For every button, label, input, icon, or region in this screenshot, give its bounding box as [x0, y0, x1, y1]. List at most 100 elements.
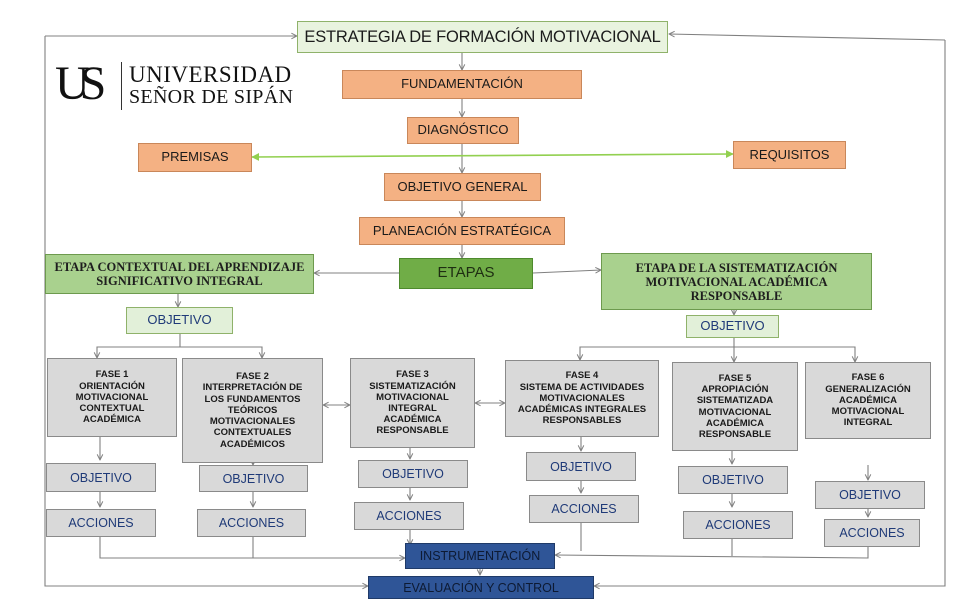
logo-monogram: US — [55, 57, 106, 110]
phase-line: RESPONSABLE — [698, 428, 772, 440]
phase-line: SISTEMATIZADA — [696, 395, 774, 407]
objective-label: OBJETIVO — [550, 459, 612, 474]
stage-contextual-line: ETAPA CONTEXTUAL DEL APRENDIZAJE — [54, 260, 305, 274]
university-logo: US UNIVERSIDAD SEÑOR DE SIPÁN — [55, 57, 293, 114]
phase-4-actions-box: ACCIONES — [529, 495, 639, 523]
objective-label: OBJETIVO — [70, 470, 132, 485]
actions-label: ACCIONES — [705, 518, 771, 532]
objective-label: OBJETIVO — [839, 488, 901, 502]
stage-objective-label: OBJETIVO — [147, 312, 212, 328]
instrumentacion-label: INSTRUMENTACIÓN — [419, 549, 541, 563]
actions-label: ACCIONES — [68, 516, 134, 530]
stage-contextual-objective-box: OBJETIVO — [126, 307, 233, 334]
logo-name-line-1: UNIVERSIDAD — [129, 62, 292, 87]
phase-line: FASE 5 — [718, 372, 752, 384]
phase-line: CONTEXTUAL — [79, 403, 145, 415]
phase-2-box: FASE 2 INTERPRETACIÓN DE LOS FUNDAMENTOS… — [182, 358, 323, 463]
diagnostico-box: DIAGNÓSTICO — [407, 117, 519, 144]
phase-3-box: FASE 3 SISTEMATIZACIÓN MOTIVACIONAL INTE… — [350, 358, 475, 448]
etapas-box: ETAPAS — [399, 258, 533, 289]
phase-line: ACADÉMICA — [705, 417, 765, 429]
phase-line: MOTIVACIONALES — [539, 392, 625, 404]
title-text: ESTRATEGIA DE FORMACIÓN MOTIVACIONAL — [304, 27, 661, 46]
phase-1-box: FASE 1 ORIENTACIÓN MOTIVACIONAL CONTEXTU… — [47, 358, 177, 437]
phase-line: FASE 1 — [95, 369, 129, 381]
objective-label: OBJETIVO — [702, 473, 764, 487]
phase-4-box: FASE 4 SISTEMA DE ACTIVIDADES MOTIVACION… — [505, 360, 659, 437]
logo-name-line-2: SEÑOR DE SIPÁN — [129, 86, 294, 108]
phase-line: ACADÉMICAS INTEGRALES — [517, 404, 647, 416]
phase-3-objective-box: OBJETIVO — [358, 460, 468, 488]
phase-line: FASE 3 — [396, 369, 429, 381]
logo-divider — [121, 62, 122, 110]
phase-line: APROPIACIÓN — [701, 384, 769, 396]
phase-line: FASE 6 — [851, 372, 885, 384]
actions-label: ACCIONES — [218, 516, 285, 530]
stage-sistematizacion-objective-box: OBJETIVO — [686, 315, 779, 338]
phase-line: MOTIVACIONALES — [209, 416, 296, 428]
fundamentacion-label: FUNDAMENTACIÓN — [401, 76, 523, 92]
requisitos-label: REQUISITOS — [749, 146, 830, 162]
phase-line: MOTIVACIONAL — [376, 391, 449, 403]
phase-5-objective-box: OBJETIVO — [678, 466, 788, 494]
phase-line: GENERALIZACIÓN — [825, 383, 911, 395]
phase-4-objective-box: OBJETIVO — [526, 452, 636, 481]
phase-line: SISTEMA DE ACTIVIDADES — [519, 381, 645, 393]
phase-5-box: FASE 5 APROPIACIÓN SISTEMATIZADA MOTIVAC… — [672, 362, 798, 451]
stage-objective-label: OBJETIVO — [700, 318, 765, 334]
phase-line: ACADÉMICA — [82, 414, 142, 426]
diagnostico-label: DIAGNÓSTICO — [417, 122, 509, 138]
phase-line: CONTEXTUALES — [213, 427, 292, 439]
phase-line: MOTIVACIONAL — [75, 391, 149, 403]
premisas-label: PREMISAS — [161, 149, 229, 165]
requisitos-box: REQUISITOS — [733, 141, 846, 169]
actions-label: ACCIONES — [551, 502, 617, 516]
phase-line: LOS FUNDAMENTOS — [204, 393, 301, 405]
phase-line: SISTEMATIZACIÓN — [369, 380, 456, 392]
phase-1-actions-box: ACCIONES — [46, 509, 156, 537]
phase-line: ORIENTACIÓN — [79, 380, 145, 392]
premisas-box: PREMISAS — [138, 143, 252, 172]
objetivo-general-label: OBJETIVO GENERAL — [397, 178, 528, 194]
phase-2-objective-box: OBJETIVO — [199, 465, 308, 492]
evaluacion-label: EVALUACIÓN Y CONTROL — [403, 580, 559, 595]
stage-contextual-line: SIGNIFICATIVO INTEGRAL — [96, 274, 263, 288]
actions-label: ACCIONES — [839, 526, 905, 540]
objective-label: OBJETIVO — [222, 471, 285, 486]
stage-sistematizacion-line: RESPONSABLE — [690, 288, 783, 303]
phase-6-objective-box: OBJETIVO — [815, 481, 925, 509]
phase-line: RESPONSABLES — [542, 415, 622, 427]
phase-3-actions-box: ACCIONES — [354, 502, 464, 530]
instrumentacion-box: INSTRUMENTACIÓN — [405, 543, 555, 569]
phase-1-objective-box: OBJETIVO — [46, 463, 156, 492]
evaluacion-box: EVALUACIÓN Y CONTROL — [368, 576, 594, 599]
phase-line: TEÓRICOS — [227, 404, 278, 416]
title-box: ESTRATEGIA DE FORMACIÓN MOTIVACIONAL — [297, 21, 668, 53]
phase-line: INTEGRAL — [388, 403, 437, 414]
stage-contextual-box: ETAPA CONTEXTUAL DEL APRENDIZAJE SIGNIFI… — [45, 254, 314, 294]
phase-line: ACADÉMICA — [838, 394, 898, 406]
phase-2-actions-box: ACCIONES — [197, 509, 306, 537]
phase-line: MOTIVACIONAL — [831, 406, 905, 418]
phase-5-actions-box: ACCIONES — [683, 511, 793, 539]
stage-sistematizacion-line: MOTIVACIONAL ACADÉMICA — [645, 274, 828, 289]
phase-line: MOTIVACIONAL — [698, 406, 772, 418]
phase-line: ACADÉMICA — [383, 414, 442, 426]
phase-line: FASE 4 — [565, 370, 599, 382]
phase-line: FASE 2 — [236, 371, 269, 383]
planeacion-label: PLANEACIÓN ESTRATÉGICA — [372, 222, 552, 238]
planeacion-box: PLANEACIÓN ESTRATÉGICA — [359, 217, 565, 245]
fundamentacion-box: FUNDAMENTACIÓN — [342, 70, 582, 99]
phase-line: ACADÉMICOS — [220, 438, 285, 450]
phase-line: INTERPRETACIÓN DE — [202, 382, 303, 394]
phase-line: RESPONSABLE — [376, 425, 449, 437]
phase-6-box: FASE 6 GENERALIZACIÓN ACADÉMICA MOTIVACI… — [805, 362, 931, 439]
stage-sistematizacion-line: ETAPA DE LA SISTEMATIZACIÓN — [635, 260, 838, 275]
etapas-label: ETAPAS — [437, 264, 495, 282]
objetivo-general-box: OBJETIVO GENERAL — [384, 173, 541, 201]
actions-label: ACCIONES — [376, 509, 442, 523]
objective-label: OBJETIVO — [382, 467, 444, 481]
stage-sistematizacion-box: ETAPA DE LA SISTEMATIZACIÓN MOTIVACIONAL… — [601, 253, 872, 310]
